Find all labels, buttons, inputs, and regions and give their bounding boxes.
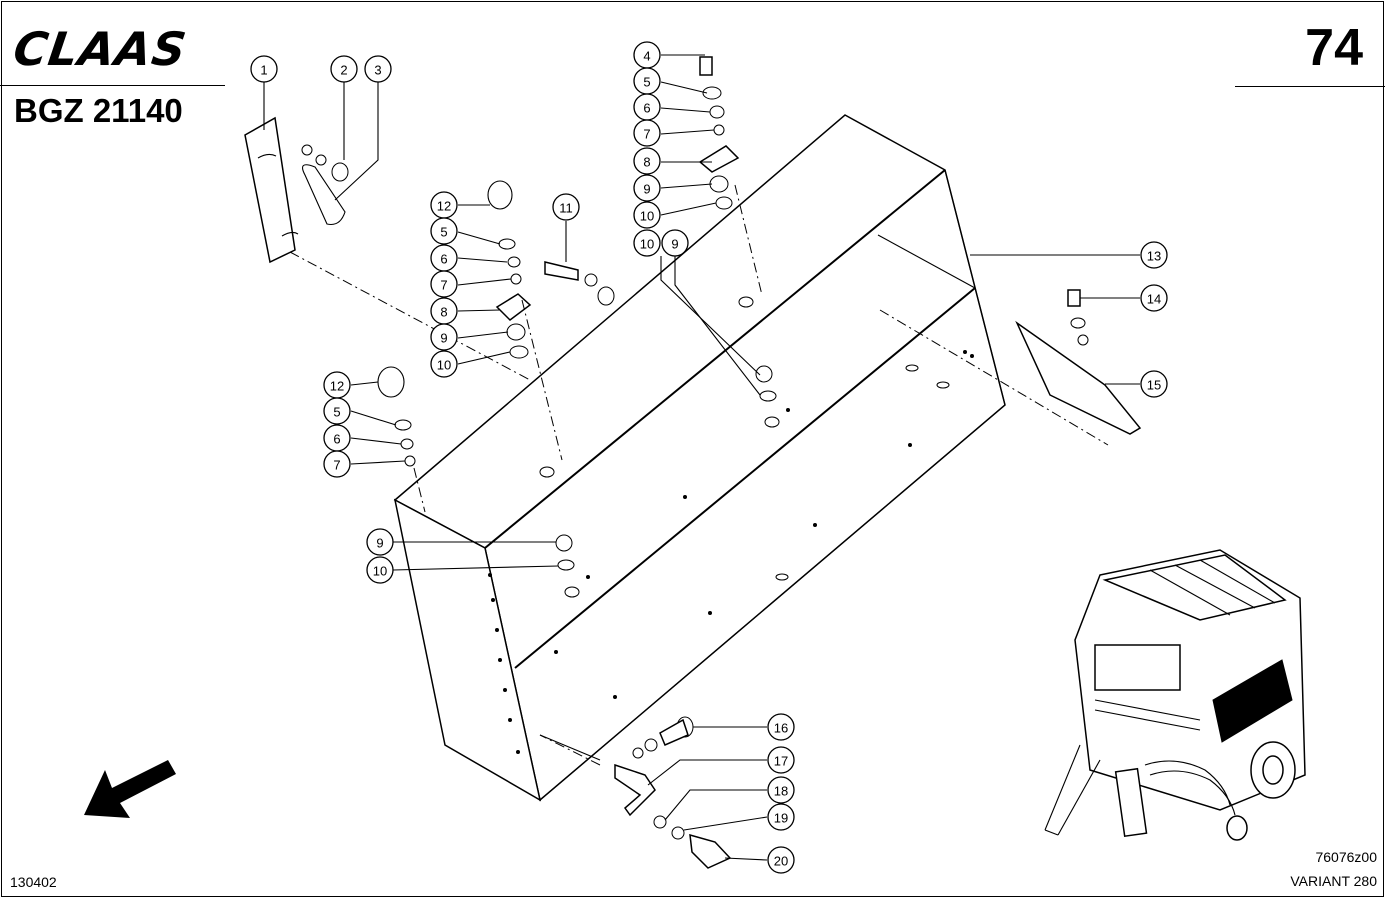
callout-number: 12 <box>437 199 451 214</box>
callout-number: 10 <box>373 564 387 579</box>
callout-number: 7 <box>440 278 447 293</box>
callout-18: 18 <box>767 776 795 804</box>
drawing-id: 76076z00 <box>1315 849 1377 865</box>
callout-6: 6 <box>430 244 458 272</box>
baler-illustration <box>1044 549 1306 841</box>
callout-number: 12 <box>330 379 344 394</box>
callout-number: 7 <box>643 127 650 142</box>
callout-number: 17 <box>774 754 788 769</box>
callout-number: 7 <box>333 458 340 473</box>
callout-number: 6 <box>643 101 650 116</box>
callout-number: 8 <box>643 155 650 170</box>
callout-13: 13 <box>1140 241 1168 269</box>
callout-5: 5 <box>633 67 661 95</box>
page-number: 74 <box>1305 19 1363 77</box>
callout-number: 5 <box>333 405 340 420</box>
callout-7: 7 <box>430 270 458 298</box>
callout-16: 16 <box>767 713 795 741</box>
callout-8: 8 <box>633 147 661 175</box>
callout-number: 10 <box>640 237 654 252</box>
callout-14: 14 <box>1140 284 1168 312</box>
callout-number: 15 <box>1147 378 1161 393</box>
callout-number: 6 <box>333 432 340 447</box>
callout-number: 3 <box>374 63 381 78</box>
callout-number: 20 <box>774 854 788 869</box>
callout-17: 17 <box>767 746 795 774</box>
callout-number: 5 <box>440 225 447 240</box>
callout-2: 2 <box>330 55 358 83</box>
callout-number: 19 <box>774 811 788 826</box>
callout-12: 12 <box>323 371 351 399</box>
callout-number: 13 <box>1147 249 1161 264</box>
callout-10: 10 <box>430 350 458 378</box>
callout-6: 6 <box>633 93 661 121</box>
callout-7: 7 <box>323 450 351 478</box>
callout-10: 10 <box>633 201 661 229</box>
fasteners-bottom <box>614 716 732 869</box>
callout-5: 5 <box>323 397 351 425</box>
callout-15: 15 <box>1140 370 1168 398</box>
callout-20: 20 <box>767 846 795 874</box>
fasteners-left <box>377 180 615 571</box>
assembly-lines <box>289 184 1109 766</box>
hook-bracket <box>244 116 349 264</box>
callout-7: 7 <box>633 119 661 147</box>
fasteners-top <box>698 56 777 402</box>
callout-number: 1 <box>260 63 267 78</box>
callout-number: 9 <box>440 331 447 346</box>
header-divider <box>0 85 225 86</box>
callout-number: 9 <box>376 536 383 551</box>
callout-8: 8 <box>430 297 458 325</box>
callout-number: 5 <box>643 75 650 90</box>
callout-number: 6 <box>440 252 447 267</box>
callout-9: 9 <box>430 323 458 351</box>
callout-9: 9 <box>661 229 689 257</box>
callout-number: 9 <box>671 237 678 252</box>
callout-3: 3 <box>364 55 392 83</box>
callout-9: 9 <box>366 528 394 556</box>
callout-10: 10 <box>633 229 661 257</box>
callout-19: 19 <box>767 803 795 831</box>
part-number: BGZ 21140 <box>14 92 183 129</box>
cover-plate <box>1015 289 1142 435</box>
callout-4: 4 <box>633 41 661 69</box>
callout-number: 10 <box>437 358 451 373</box>
callout-number: 14 <box>1147 292 1161 307</box>
callout-leaders <box>263 54 1140 861</box>
model-name: VARIANT 280 <box>1290 873 1377 889</box>
tool-box <box>393 114 1006 802</box>
callout-number: 16 <box>774 721 788 736</box>
callout-12: 12 <box>430 191 458 219</box>
callout-6: 6 <box>323 424 351 452</box>
page-number-divider <box>1235 86 1385 87</box>
callout-number: 18 <box>774 784 788 799</box>
callout-number: 9 <box>643 182 650 197</box>
direction-arrow <box>84 760 176 818</box>
callout-5: 5 <box>430 217 458 245</box>
callout-number: 8 <box>440 305 447 320</box>
callout-number: 11 <box>559 201 573 216</box>
callout-10: 10 <box>366 556 394 584</box>
callout-number: 10 <box>640 209 654 224</box>
callout-1: 1 <box>250 55 278 83</box>
callout-number: 2 <box>340 63 347 78</box>
callout-number: 4 <box>643 49 650 64</box>
callout-11: 11 <box>552 193 580 221</box>
date-code: 130402 <box>10 874 57 890</box>
callout-9: 9 <box>633 174 661 202</box>
